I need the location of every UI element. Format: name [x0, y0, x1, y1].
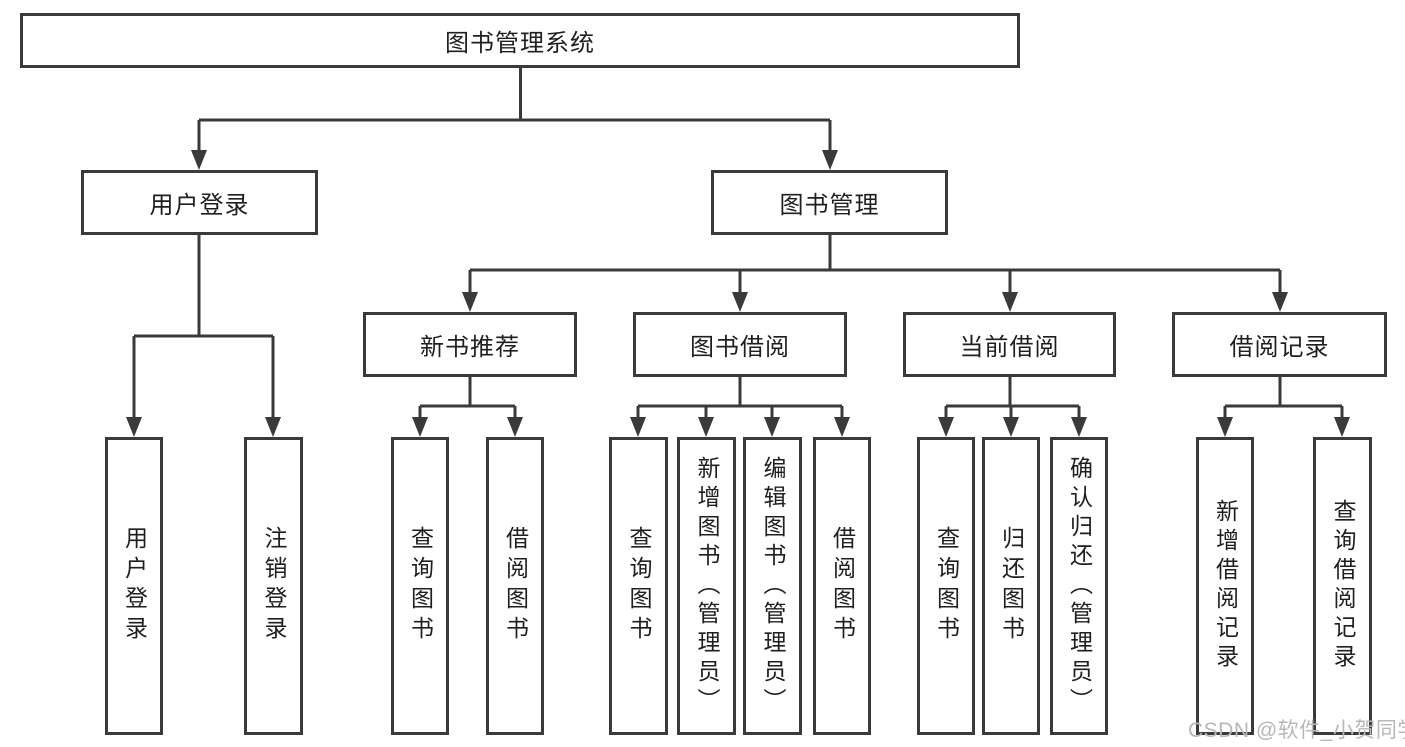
- connector-root-split: [197, 68, 832, 152]
- node-book-management: 图书管理: [711, 170, 948, 235]
- connector-book-borrow-split: [636, 377, 844, 419]
- node-leaf-user-login: 用户登录: [105, 437, 163, 735]
- csdn-watermark: CSDN @软件_小贺同学: [1188, 719, 1405, 742]
- node-leaf-borrow-books-2: 借阅图书: [813, 437, 871, 735]
- node-leaf-add-borrow-record: 新增借阅记录: [1196, 437, 1254, 735]
- connector-new-book-split: [418, 377, 517, 419]
- node-book-borrow: 图书借阅: [633, 312, 847, 377]
- node-leaf-borrow-books-1: 借阅图书: [486, 437, 544, 735]
- connector-borrow-record-split: [1223, 377, 1344, 419]
- connector-current-borrow-split: [944, 377, 1081, 419]
- node-leaf-query-books-2: 查询图书: [609, 437, 668, 735]
- node-leaf-query-borrow-record: 查询借阅记录: [1313, 437, 1372, 735]
- node-leaf-query-books-3: 查询图书: [917, 437, 975, 735]
- node-user-login: 用户登录: [81, 170, 318, 235]
- node-leaf-edit-book-admin: 编辑图书（管理员）: [743, 437, 802, 735]
- node-leaf-add-book-admin: 新增图书（管理员）: [677, 437, 736, 735]
- node-borrow-record: 借阅记录: [1172, 312, 1387, 377]
- connector-user-login-split: [132, 235, 275, 419]
- node-leaf-logout: 注销登录: [244, 437, 303, 735]
- node-current-borrow: 当前借阅: [903, 312, 1116, 377]
- node-leaf-query-books-1: 查询图书: [391, 437, 449, 735]
- node-new-book-recommend: 新书推荐: [363, 312, 577, 377]
- node-leaf-confirm-return-admin: 确认归还（管理员）: [1050, 437, 1108, 735]
- arrowhead-icons: [126, 150, 1350, 437]
- node-root-system: 图书管理系统: [20, 13, 1020, 68]
- connector-book-management-split: [468, 235, 1282, 294]
- node-leaf-return-book: 归还图书: [982, 437, 1040, 735]
